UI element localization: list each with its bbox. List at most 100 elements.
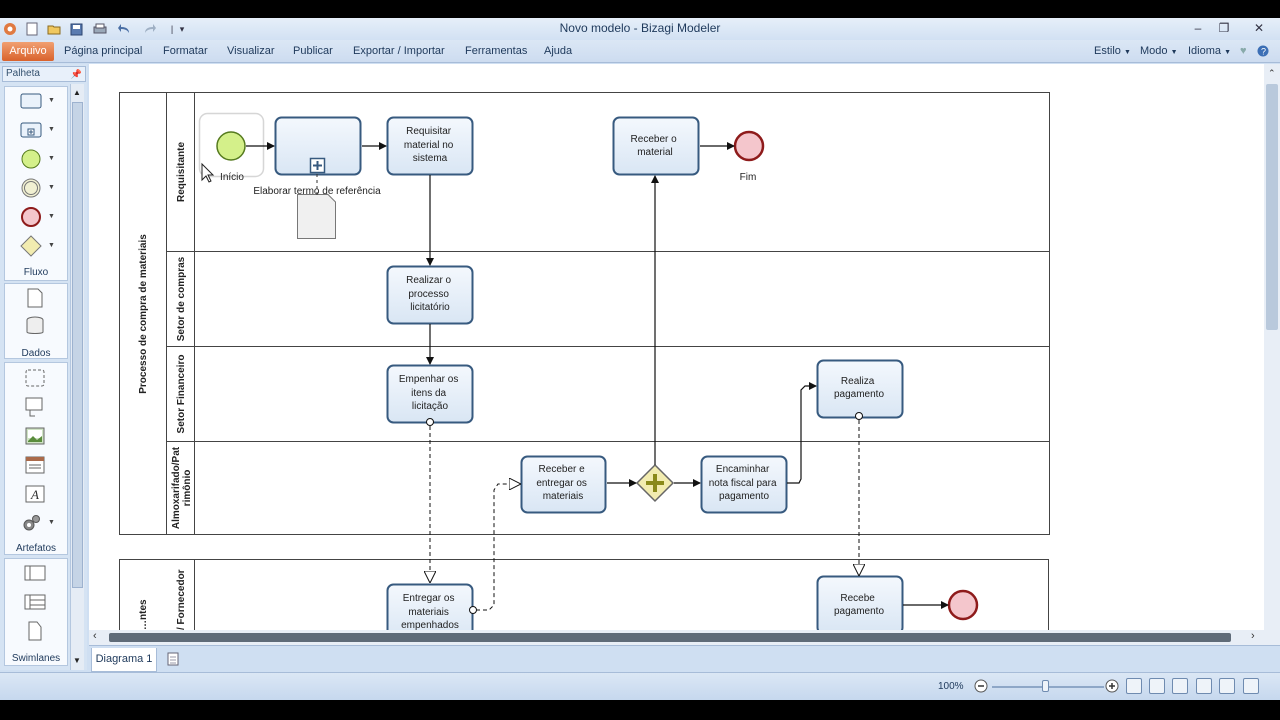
menu-export-import[interactable]: Exportar / Importar — [353, 45, 445, 57]
task-line: material — [637, 147, 673, 158]
pool-fornecedor[interactable]: …ntes / Fornecedor — [119, 559, 1049, 630]
actual-size-icon[interactable] — [1172, 678, 1188, 694]
minimize-button[interactable]: – — [1194, 21, 1202, 35]
menu-file[interactable]: Arquivo — [2, 42, 54, 61]
task-tool-icon[interactable] — [18, 89, 44, 113]
new-icon[interactable] — [24, 21, 40, 37]
milestone-tool-icon[interactable] — [22, 619, 48, 643]
chevron-down-icon[interactable]: ▼ — [48, 213, 55, 220]
task-encaminhar-nota[interactable]: Encaminhar nota fiscal para pagamento — [700, 455, 788, 514]
task-line: pagamento — [834, 389, 884, 400]
page-view-icon[interactable] — [1243, 678, 1259, 694]
style-menu[interactable]: Estilo ▼ — [1094, 45, 1131, 57]
zoom-in-icon[interactable] — [1105, 679, 1119, 696]
palette-header: Palheta 📌 — [2, 66, 86, 82]
menu-help[interactable]: Ajuda — [544, 45, 573, 57]
fit-width-icon[interactable] — [1126, 678, 1142, 694]
group-tool-icon[interactable] — [22, 366, 48, 390]
task-recebe-pagamento[interactable]: Recebe pagamento — [816, 575, 904, 631]
gear-icon[interactable] — [18, 511, 44, 535]
task-entregar-materiais[interactable]: Entregar os materiais empenhados — [386, 583, 474, 631]
menu-publish[interactable]: Publicar — [293, 45, 333, 57]
chevron-left-icon[interactable]: ‹ — [93, 630, 97, 642]
language-menu[interactable]: Idioma ▼ — [1188, 45, 1231, 57]
chevron-down-icon: ▼ — [1170, 49, 1178, 56]
svg-text:A: A — [30, 487, 39, 502]
end-event-fim[interactable]: Fim — [733, 130, 765, 183]
task-empenhar-itens[interactable]: Empenhar os itens da licitação — [386, 364, 474, 424]
open-icon[interactable] — [46, 21, 62, 37]
chevron-down-icon[interactable]: ▼ — [48, 519, 55, 526]
chevron-right-icon[interactable]: › — [1251, 630, 1255, 642]
chevron-up-icon[interactable]: ▲ — [73, 88, 81, 97]
data-object-tool-icon[interactable] — [22, 286, 48, 310]
chevron-down-icon[interactable]: ▼ — [48, 97, 55, 104]
task-requisitar-material[interactable]: Requisitar material no sistema — [386, 116, 474, 176]
data-store-tool-icon[interactable] — [22, 314, 48, 338]
intermediate-event-tool-icon[interactable] — [18, 176, 44, 200]
status-bar: 100% — [0, 672, 1280, 700]
chevron-down-icon[interactable]: ▼ — [48, 184, 55, 191]
menu-tools[interactable]: Ferramentas — [465, 45, 528, 57]
chevron-down-icon[interactable]: ▼ — [73, 656, 81, 665]
start-event-tool-icon[interactable] — [18, 147, 44, 171]
zoom-out-icon[interactable] — [974, 679, 988, 696]
app-logo-icon[interactable] — [2, 21, 18, 37]
tab-diagrama-1[interactable]: Diagrama 1 — [91, 648, 157, 672]
sequence-flows — [246, 142, 949, 609]
zoom-slider-thumb[interactable] — [1042, 680, 1049, 692]
chevron-up-icon[interactable]: ⌃ — [1268, 68, 1276, 78]
add-diagram-icon[interactable] — [167, 652, 179, 669]
undo-icon[interactable] — [116, 21, 132, 37]
fit-page-icon[interactable] — [1149, 678, 1165, 694]
mode-menu[interactable]: Modo ▼ — [1140, 45, 1178, 57]
menu-home[interactable]: Página principal — [64, 45, 143, 57]
presentation-icon[interactable] — [1219, 678, 1235, 694]
screen-bottom-border — [0, 700, 1280, 720]
start-event[interactable]: Início — [216, 131, 246, 183]
canvas-vertical-scrollbar[interactable]: ⌃ ⌄ — [1264, 64, 1280, 670]
favorite-icon[interactable]: ♥ — [1240, 45, 1247, 57]
zoom-window-icon[interactable] — [1196, 678, 1212, 694]
vertical-scroll-thumb[interactable] — [1266, 84, 1278, 330]
data-object[interactable] — [297, 194, 336, 239]
customize-icon[interactable]: ▾ — [179, 23, 185, 34]
task-realiza-pagamento[interactable]: Realiza pagamento — [816, 359, 904, 419]
text-tool-icon[interactable]: A — [22, 482, 48, 506]
palette-scroll-thumb[interactable] — [72, 102, 83, 588]
horizontal-scroll-thumb[interactable] — [109, 633, 1231, 642]
lane-tool-icon[interactable] — [22, 590, 48, 614]
chevron-down-icon[interactable]: ▼ — [48, 155, 55, 162]
chevron-down-icon[interactable]: ▼ — [48, 126, 55, 133]
svg-text:Empenhar os itens da: Empenhar os itens da licitação — [399, 374, 461, 412]
menu-format[interactable]: Formatar — [163, 45, 208, 57]
end-event-tool-icon[interactable] — [18, 205, 44, 229]
pin-icon[interactable]: 📌 — [70, 69, 82, 79]
print-icon[interactable] — [92, 21, 108, 37]
canvas-horizontal-scrollbar[interactable]: ‹ › — [89, 630, 1264, 645]
task-receber-material[interactable]: Receber o material — [612, 116, 700, 176]
diagram-canvas[interactable]: Processo de compra de materiais Requisit… — [89, 64, 1264, 630]
task-processo-licitatorio[interactable]: Realizar o processo licitatório — [386, 265, 474, 325]
pool-tool-icon[interactable] — [22, 561, 48, 585]
chevron-down-icon[interactable]: ▼ — [48, 242, 55, 249]
task-line: Requisitar — [406, 126, 452, 137]
gateway-tool-icon[interactable] — [18, 234, 44, 258]
parallel-gateway[interactable] — [635, 463, 675, 503]
save-icon[interactable] — [68, 21, 84, 37]
task-receber-entregar[interactable]: Receber e entregar os materiais — [520, 455, 607, 514]
annotation-tool-icon[interactable] — [22, 395, 48, 419]
restore-button[interactable]: ❐ — [1218, 21, 1230, 35]
palette-scrollbar[interactable]: ▲ ▼ — [70, 84, 84, 670]
header-tool-icon[interactable] — [22, 453, 48, 477]
close-button[interactable]: ✕ — [1253, 21, 1265, 35]
menu-view[interactable]: Visualizar — [227, 45, 275, 57]
subprocess-elaborar[interactable]: Elaborar termo de referência — [253, 116, 381, 198]
subprocess-tool-icon[interactable] — [18, 118, 44, 142]
message-flow-start — [469, 606, 477, 614]
redo-icon[interactable] — [142, 21, 158, 37]
help-icon[interactable]: ? — [1257, 45, 1269, 60]
image-tool-icon[interactable] — [22, 424, 48, 448]
end-event-fornecedor[interactable] — [947, 589, 979, 621]
bpmn-diagram[interactable]: Processo de compra de materiais Requisit… — [89, 64, 1264, 630]
